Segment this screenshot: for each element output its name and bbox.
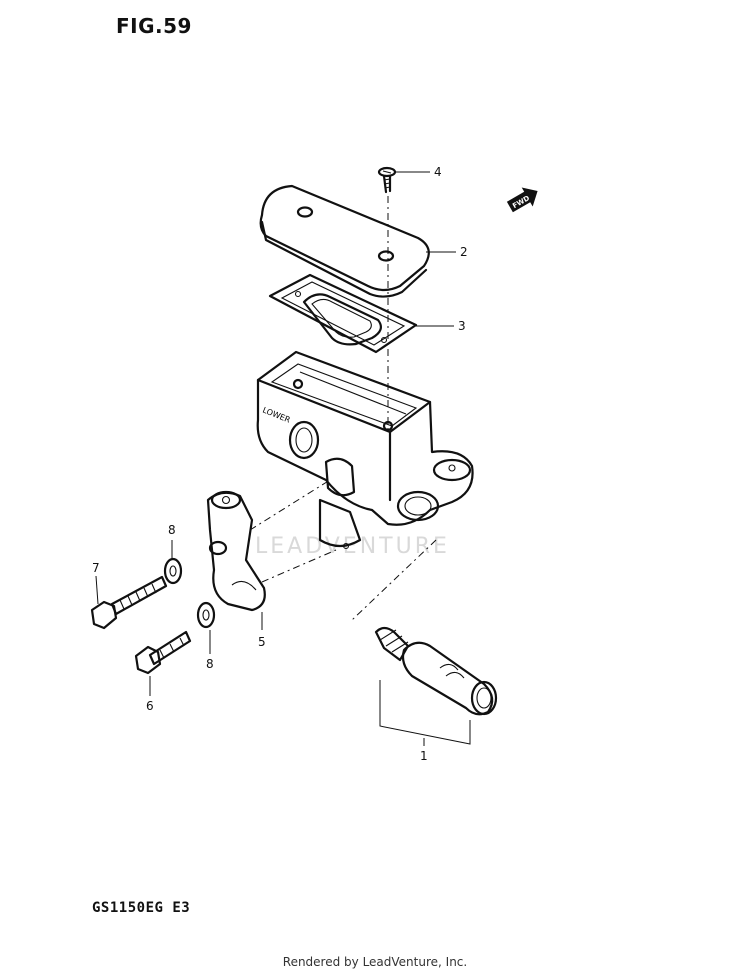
reservoir-cap-part-2 [259,184,430,298]
clamp-guide-line-lower [261,549,337,583]
watermark-text: LEADVENTURE [255,534,450,559]
clamp-part-5 [206,490,266,612]
model-code: GS1150EG E3 [92,900,191,916]
forward-direction-arrow: FWD [506,187,538,213]
washer-part-8-lower [196,601,216,629]
leader-line-7 [95,575,99,605]
body-lower-marking: LOWER [261,406,292,425]
piston-kit-part-1 [374,626,498,716]
part-1-bracket [379,680,471,745]
clamp-guide-line-upper [249,479,331,531]
short-bolt-part-6 [134,630,192,675]
piston-guide-line [351,539,437,621]
callout-8-upper: 8 [168,523,176,537]
footer-credit: Rendered by LeadVenture, Inc. [282,955,468,969]
diaphragm-part-3 [268,273,418,354]
callout-6: 6 [146,699,154,713]
forward-arrow-label: FWD [511,194,531,210]
callout-2: 2 [460,245,468,259]
long-bolt-part-7 [90,575,168,630]
washer-part-8-upper [163,557,183,585]
callout-7: 7 [92,561,100,575]
screw-part-4 [377,166,397,194]
figure-title: FIG.59 [116,14,192,38]
callout-4: 4 [434,165,442,179]
callout-8-lower: 8 [206,657,214,671]
callout-3: 3 [458,319,466,333]
callout-5: 5 [258,635,266,649]
master-cylinder-body: LOWER [256,350,474,550]
callout-1: 1 [420,749,428,763]
